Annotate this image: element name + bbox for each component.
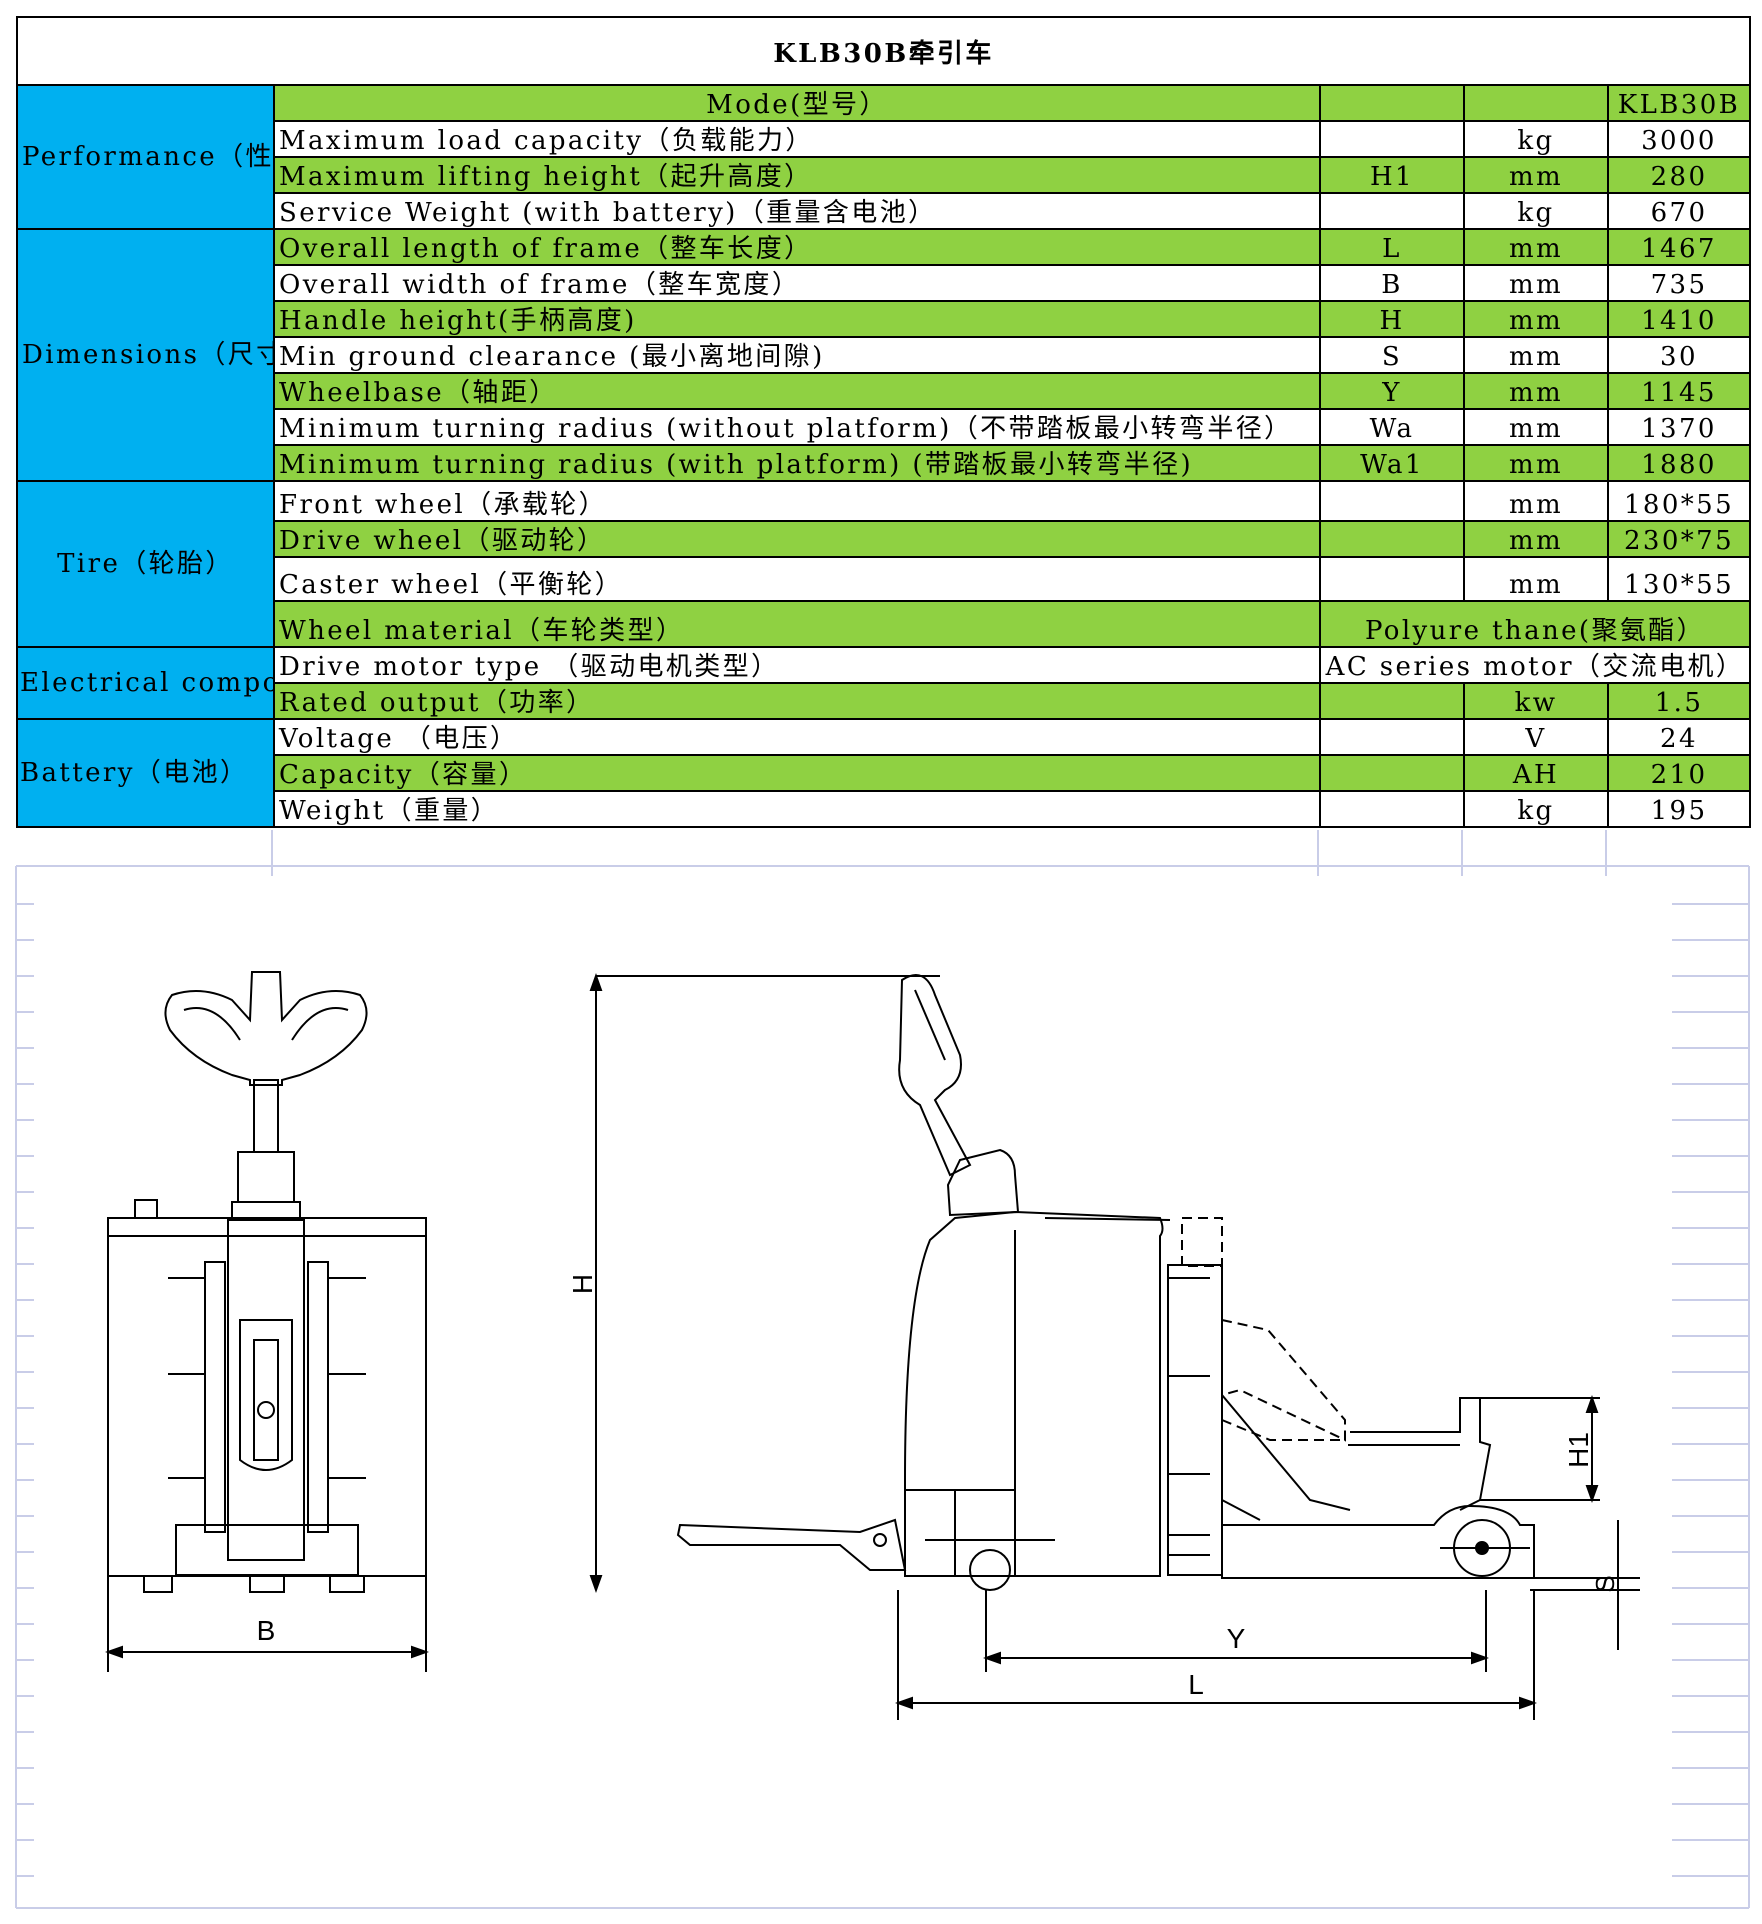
- row-value: 1880: [1607, 444, 1751, 482]
- row-value: 24: [1607, 718, 1751, 756]
- row-unit: kw: [1463, 682, 1609, 720]
- row-value: 210: [1607, 754, 1751, 792]
- row-code: [1319, 718, 1465, 756]
- row-code: [1319, 480, 1465, 522]
- row-unit: mm: [1463, 408, 1609, 446]
- row-code: [1319, 120, 1465, 158]
- row-label: Weight（重量）: [273, 790, 1321, 828]
- row-value: 195: [1607, 790, 1751, 828]
- row-label: Min ground clearance (最小离地间隙): [273, 336, 1321, 374]
- row-label: Drive wheel（驱动轮）: [273, 520, 1321, 558]
- spec-table: KLB30B牵引车 Performance（性能） Mode(型号） KLB30…: [16, 16, 1751, 828]
- row-label: Overall width of frame（整车宽度）: [273, 264, 1321, 302]
- row-value: 230*75: [1607, 520, 1751, 558]
- row-label: Maximum lifting height（起升高度）: [273, 156, 1321, 194]
- row-value: 1370: [1607, 408, 1751, 446]
- row-value: 30: [1607, 336, 1751, 374]
- row-unit: kg: [1463, 120, 1609, 158]
- row-value: 1.5: [1607, 682, 1751, 720]
- dimension-label-y: Y: [1227, 1623, 1246, 1654]
- row-label: Maximum load capacity（负载能力）: [273, 120, 1321, 158]
- sheet-gridlines: [15, 830, 1750, 1909]
- row-unit: mm: [1463, 480, 1609, 522]
- row-code: H1: [1319, 156, 1465, 194]
- mode-label: Mode(型号）: [273, 84, 1321, 122]
- dimension-label-h: H: [567, 1274, 598, 1294]
- row-value: 735: [1607, 264, 1751, 302]
- row-unit: mm: [1463, 156, 1609, 194]
- row-unit: mm: [1463, 264, 1609, 302]
- row-unit: kg: [1463, 192, 1609, 230]
- row-unit: mm: [1463, 444, 1609, 482]
- row-code: S: [1319, 336, 1465, 374]
- row-label: Front wheel（承载轮）: [273, 480, 1321, 522]
- row-unit: mm: [1463, 228, 1609, 266]
- row-label: Voltage （电压）: [273, 718, 1321, 756]
- mode-unit: [1463, 84, 1609, 122]
- page-title: KLB30B牵引车: [16, 16, 1751, 86]
- front-view: [105, 971, 429, 1672]
- row-label: Service Weight (with battery)（重量含电池）: [273, 192, 1321, 230]
- row-code: Wa: [1319, 408, 1465, 446]
- row-unit: mm: [1463, 520, 1609, 558]
- row-value: 1145: [1607, 372, 1751, 410]
- row-value: 1410: [1607, 300, 1751, 338]
- dimension-label-b: B: [257, 1615, 276, 1646]
- row-unit: mm: [1463, 300, 1609, 338]
- row-value: 280: [1607, 156, 1751, 194]
- category-performance: Performance（性能）: [16, 84, 275, 230]
- row-label: Capacity（容量）: [273, 754, 1321, 792]
- dimension-label-h1: H1: [1563, 1432, 1594, 1468]
- row-unit: mm: [1463, 556, 1609, 602]
- row-value: 3000: [1607, 120, 1751, 158]
- category-battery: Battery（电池）: [16, 718, 275, 828]
- mode-value: KLB30B: [1607, 84, 1751, 122]
- row-code: [1319, 754, 1465, 792]
- row-code: [1319, 192, 1465, 230]
- row-merged-value: Polyure thane(聚氨酯）: [1319, 600, 1751, 648]
- row-label: Minimum turning radius (with platform) (…: [273, 444, 1321, 482]
- row-code: L: [1319, 228, 1465, 266]
- row-value: 1467: [1607, 228, 1751, 266]
- row-unit: mm: [1463, 372, 1609, 410]
- row-code: B: [1319, 264, 1465, 302]
- row-code: Y: [1319, 372, 1465, 410]
- row-label: Minimum turning radius (without platform…: [273, 408, 1321, 446]
- row-merged-value: AC series motor（交流电机）: [1319, 646, 1751, 684]
- category-dimensions: Dimensions（尺寸）: [16, 228, 275, 482]
- category-tire: Tire（轮胎）: [16, 480, 275, 648]
- row-label: Handle height(手柄高度): [273, 300, 1321, 338]
- row-label: Wheelbase（轴距）: [273, 372, 1321, 410]
- row-unit: kg: [1463, 790, 1609, 828]
- row-code: [1319, 682, 1465, 720]
- row-code: [1319, 790, 1465, 828]
- dimension-label-l: L: [1188, 1669, 1204, 1700]
- dimension-label-s: S: [1590, 1575, 1620, 1592]
- row-value: 670: [1607, 192, 1751, 230]
- row-label: Drive motor type （驱动电机类型）: [273, 646, 1321, 684]
- row-code: H: [1319, 300, 1465, 338]
- row-unit: mm: [1463, 336, 1609, 374]
- row-code: [1319, 520, 1465, 558]
- mode-code: [1319, 84, 1465, 122]
- row-label: Rated output（功率）: [273, 682, 1321, 720]
- category-electrical: Electrical components（动: [16, 646, 275, 720]
- row-label: Wheel material（车轮类型）: [273, 600, 1321, 648]
- row-unit: AH: [1463, 754, 1609, 792]
- row-value: 180*55: [1607, 480, 1751, 522]
- row-label: Caster wheel（平衡轮）: [273, 556, 1321, 602]
- row-unit: V: [1463, 718, 1609, 756]
- row-code: Wa1: [1319, 444, 1465, 482]
- side-view: [589, 973, 1640, 1720]
- row-code: [1319, 556, 1465, 602]
- row-value: 130*55: [1607, 556, 1751, 602]
- row-label: Overall length of frame（整车长度）: [273, 228, 1321, 266]
